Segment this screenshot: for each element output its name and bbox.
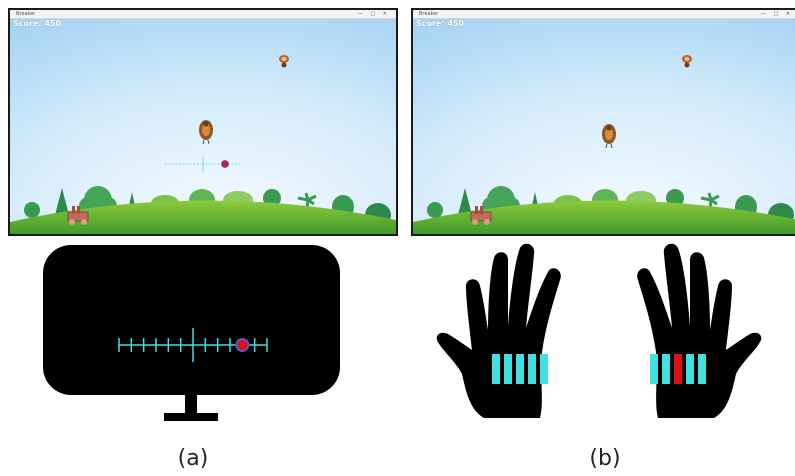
monitor-icon [43, 245, 340, 421]
vibration-bar-active [674, 354, 682, 384]
right-hand-icon [637, 243, 762, 418]
caption-a: (a) [177, 446, 209, 471]
window-controls[interactable]: — □ ✕ [760, 11, 793, 17]
left-hand-icon [436, 243, 561, 418]
game-scene-b [413, 10, 795, 234]
game-screen-b: Breaker — □ ✕ Score: 450 [411, 8, 795, 236]
hands-illustration [436, 243, 762, 418]
flying-creature-icon [279, 55, 289, 68]
game-scene-a [10, 10, 396, 234]
monitor-screen [43, 245, 340, 395]
vibration-bar [492, 354, 500, 384]
left-hand-vibration-bars [492, 354, 548, 384]
cart-icon [470, 206, 492, 225]
window-titlebar: Breaker — □ ✕ [413, 10, 795, 19]
score-label: Score: 450 [13, 19, 62, 28]
vibration-bar [662, 354, 670, 384]
turkey-icon [602, 124, 616, 149]
right-hand-silhouette [637, 243, 762, 418]
left-hand-silhouette [436, 243, 561, 418]
vibration-bar [540, 354, 548, 384]
onscreen-marker [221, 160, 229, 168]
cart-icon [67, 206, 89, 225]
window-controls[interactable]: — □ ✕ [357, 11, 390, 17]
window-title: Breaker [419, 11, 439, 17]
right-hand-vibration-bars [650, 354, 706, 384]
visual-feedback-scale [118, 328, 268, 362]
caption-b: (b) [589, 446, 621, 471]
onscreen-feedback-scale [165, 157, 242, 171]
turkey-icon [199, 120, 213, 145]
scale-marker [235, 338, 250, 352]
vibration-bar [504, 354, 512, 384]
window-title: Breaker [16, 11, 36, 17]
ground-hill [10, 200, 396, 234]
monitor-neck [185, 395, 197, 415]
window-titlebar: Breaker — □ ✕ [10, 10, 396, 19]
monitor-stand [164, 413, 218, 421]
vibration-bar [650, 354, 658, 384]
vibration-bar [698, 354, 706, 384]
vibration-bar [516, 354, 524, 384]
ground-hill [413, 200, 795, 234]
vibration-bar [528, 354, 536, 384]
vibration-bar [686, 354, 694, 384]
flying-creature-icon [682, 55, 692, 68]
game-screen-a: Breaker — □ ✕ Score: 450 [8, 8, 398, 236]
score-label: Score: 450 [416, 19, 465, 28]
